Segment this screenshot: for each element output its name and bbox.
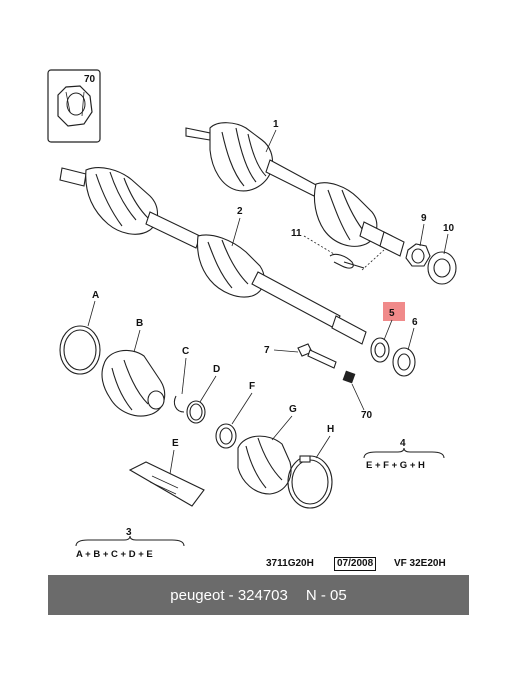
driveshaft-2 [59, 167, 367, 345]
group-4-bracket: 4 E + F + G + H [363, 438, 445, 471]
label-5: 5 [389, 308, 395, 319]
nut-70-block [342, 370, 356, 384]
inset-nut-70: 70 [47, 69, 101, 143]
part-F-ring [215, 423, 237, 449]
label-E: E [172, 438, 179, 449]
label-F: F [249, 381, 255, 392]
part-C-circlip [173, 395, 185, 413]
label-G: G [289, 404, 297, 415]
ref-code: 3711G20H [266, 558, 314, 569]
label-H: H [327, 424, 334, 435]
label-C: C [182, 346, 189, 357]
label-9: 9 [421, 213, 427, 224]
highlight-box-5 [383, 302, 405, 321]
label-B: B [136, 318, 143, 329]
part-11-clip [329, 253, 365, 269]
label-D: D [213, 364, 220, 375]
part-D-ring [186, 400, 206, 424]
formula-group-4: E + F + G + H [366, 460, 425, 471]
label-3: 3 [126, 527, 132, 538]
label-7: 7 [264, 345, 270, 356]
label-70-inset: 70 [84, 74, 96, 85]
label-70: 70 [361, 410, 373, 421]
label-2: 2 [237, 206, 243, 217]
label-10: 10 [443, 223, 455, 234]
part-E-grease-sachet [128, 461, 205, 507]
ref-date: 07/2008 [334, 557, 377, 571]
label-11: 11 [291, 228, 302, 239]
part-H-clamp [287, 455, 333, 509]
formula-group-3: A + B + C + D + E [76, 549, 153, 560]
label-A: A [92, 290, 99, 301]
label-6: 6 [412, 317, 418, 328]
part-6-ring [392, 347, 416, 377]
part-B-boot [101, 349, 166, 417]
part-5-bearing [370, 337, 390, 363]
part-9-nut [405, 243, 431, 267]
label-4: 4 [400, 438, 406, 449]
label-1: 1 [273, 119, 279, 130]
ref-vehicle: VF 32E20H [394, 558, 446, 569]
group-3-bracket: 3 A + B + C + D + E [75, 527, 185, 560]
part-10-ring [427, 251, 457, 285]
part-7-bolt [297, 343, 337, 369]
driveshaft-1 [185, 122, 405, 257]
part-G-boot [237, 435, 292, 495]
banner-position: N - 05 [305, 586, 347, 604]
part-A-clamp [59, 325, 101, 375]
part-banner: peugeot - 324703 N - 05 [48, 575, 469, 615]
banner-brand-part: peugeot - 324703 [170, 586, 288, 604]
